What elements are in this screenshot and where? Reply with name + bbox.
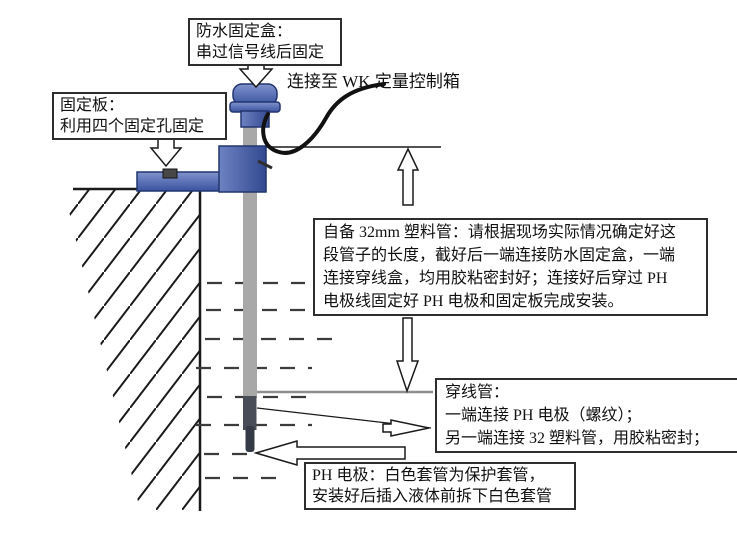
up-arrow-icon <box>396 147 420 206</box>
fixing-hole <box>162 168 178 179</box>
callout-line: 电极线固定好 PH 电极和固定板完成安装。 <box>323 293 624 310</box>
clamp-screw <box>257 159 273 170</box>
signal-cable <box>261 82 386 155</box>
wall-hatch <box>64 190 199 510</box>
callout-line: PH 电极：白色套管为保护套管， <box>312 467 545 484</box>
fixing-plate-arrow-icon <box>149 138 183 168</box>
callout-line: 一端连接 PH 电极（螺纹）； <box>445 407 642 424</box>
conduit-arrow-icon <box>382 419 430 437</box>
ph-electrode-probe <box>243 396 257 430</box>
callout-line: 另一端连接 32 塑料管，用胶粘密封； <box>445 430 710 447</box>
down-arrow-icon <box>395 317 420 394</box>
callout-line: 段管子的长度，截好后一端连接防水固定盒，一端 <box>323 247 676 264</box>
callout-plastic-pipe: 自备 32mm 塑料管：请根据现场实际情况确定好这 段管子的长度，截好后一端连接… <box>313 218 708 316</box>
ph-electrode-arrow-icon <box>253 439 406 467</box>
callout-line: 自备 32mm 塑料管：请根据现场实际情况确定好这 <box>323 224 676 241</box>
callout-fixing-plate: 固定板： 利用四个固定孔固定 <box>52 92 227 140</box>
electrode-tip <box>245 426 255 452</box>
callout-line: 穿线管： <box>445 384 510 401</box>
callout-line: 串过信号线后固定 <box>196 44 325 61</box>
callout-line: 连接穿线盒，均用胶粘密封好；连接好后穿过 PH <box>323 270 668 287</box>
callout-ph-electrode: PH 电极：白色套管为保护套管， 安装好后插入液体前拆下白色套管 <box>304 462 576 510</box>
callout-conduit: 穿线管： 一端连接 PH 电极（螺纹）； 另一端连接 32 塑料管，用胶粘密封； <box>435 378 737 453</box>
callout-line: 固定板： <box>60 97 125 114</box>
callout-waterproof-box: 防水固定盒： 串过信号线后固定 <box>188 18 342 66</box>
callout-line: 防水固定盒： <box>196 23 293 40</box>
pipe-clamp <box>218 145 267 193</box>
waterproof-cap-neck <box>240 110 270 128</box>
control-box-label: 连接至 WK 定量控制箱 <box>287 72 460 91</box>
callout-line: 安装好后插入液体前拆下白色套管 <box>312 488 553 505</box>
callout-line: 利用四个固定孔固定 <box>60 118 205 135</box>
